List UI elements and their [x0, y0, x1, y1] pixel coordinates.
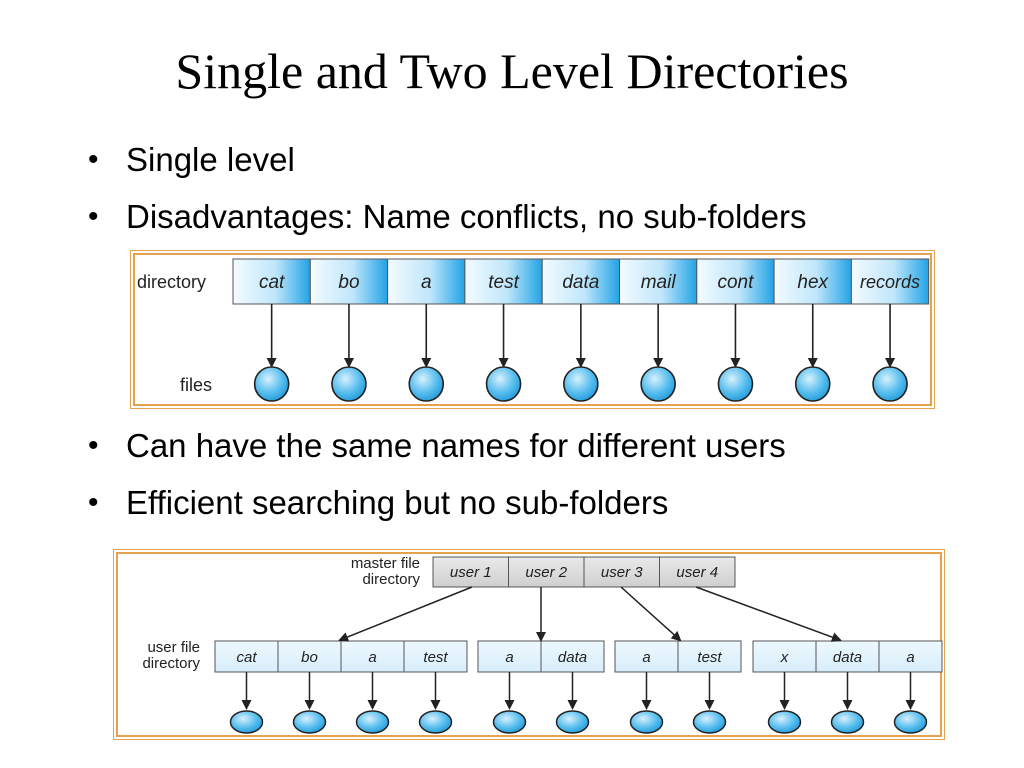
file-node — [492, 710, 527, 734]
bullet-list-bottom: • Can have the same names for different u… — [88, 425, 786, 539]
bullet-text: Disadvantages: Name conflicts, no sub-fo… — [126, 198, 807, 235]
file-node — [629, 710, 664, 734]
user-dir-entry-label: test — [697, 649, 722, 666]
file-node — [355, 710, 390, 734]
directory-entry-label: mail — [641, 272, 677, 293]
user-dir-entry-label: a — [505, 649, 513, 666]
master-entry-user-2 — [508, 556, 585, 588]
directory-entry-label: hex — [797, 272, 829, 293]
file-node — [555, 710, 590, 734]
file-node — [872, 366, 908, 402]
bullet-text: Efficient searching but no sub-folders — [126, 484, 669, 521]
file-node — [893, 710, 928, 734]
master-file-label-line2: directory — [362, 571, 420, 588]
file-node — [485, 366, 522, 402]
bullet-item: • Efficient searching but no sub-folders — [88, 482, 786, 539]
bullet-dot: • — [88, 486, 99, 519]
file-node — [640, 366, 676, 402]
master-file-label-line1: master file — [351, 555, 420, 572]
master-entry-label: user 2 — [525, 564, 567, 581]
user-dir-entry-label: data — [833, 649, 862, 666]
file-node — [830, 710, 865, 734]
slide-title: Single and Two Level Directories — [175, 43, 849, 99]
directory-entry-label: test — [488, 272, 519, 293]
user-dir-entry-label: a — [368, 649, 376, 666]
user-dir-entry-test — [677, 640, 742, 673]
bullet-item: • Can have the same names for different u… — [88, 425, 786, 482]
user-dir-entry-a — [878, 640, 943, 673]
user-dir-entry-label: test — [423, 649, 448, 666]
file-node — [767, 710, 802, 734]
file-node — [292, 710, 327, 734]
user-dir-entry-label: x — [780, 649, 789, 666]
directory-entry-bo — [309, 258, 389, 305]
bullet-text: Single level — [126, 141, 295, 178]
bullet-dot: • — [88, 143, 99, 176]
user-dir-entry-a — [614, 640, 679, 673]
directory-entry-label: cont — [717, 272, 754, 293]
master-entry-user-4 — [659, 556, 736, 588]
user-file-label-line2: directory — [142, 655, 200, 672]
bullet-item: • Disadvantages: Name conflicts, no sub-f… — [88, 196, 807, 253]
file-node — [794, 366, 831, 402]
file-node — [717, 366, 754, 402]
user-pointer-arrow — [338, 586, 473, 642]
files-label: files — [180, 375, 212, 395]
directory-entry-records — [850, 258, 930, 305]
file-node — [692, 710, 727, 734]
directory-entry-label: records — [860, 272, 920, 292]
directory-entry-label: bo — [338, 272, 359, 293]
user-dir-entry-label: a — [642, 649, 650, 666]
bullet-list-top: • Single level • Disadvantages: Name confl… — [88, 139, 807, 253]
user-dir-entry-label: data — [558, 649, 587, 666]
user-dir-entry-x — [752, 640, 817, 673]
user-dir-entry-label: a — [906, 649, 914, 666]
file-node — [418, 710, 453, 734]
file-node — [253, 366, 290, 402]
directory-entry-hex — [773, 258, 852, 305]
user-dir-entry-label: bo — [301, 649, 318, 666]
directory-entry-cont — [696, 258, 775, 305]
directory-entry-label: cat — [259, 272, 285, 293]
master-entry-user-1 — [432, 556, 509, 588]
master-entry-label: user 1 — [450, 564, 492, 581]
bullet-dot: • — [88, 429, 99, 462]
bullet-text: Can have the same names for different us… — [126, 427, 786, 464]
directory-entry-label: a — [421, 272, 432, 293]
file-node — [563, 366, 599, 402]
master-entry-label: user 3 — [601, 564, 643, 581]
user-pointer-arrow — [620, 586, 682, 642]
master-entry-label: user 4 — [676, 564, 718, 581]
user-pointer-arrow — [695, 586, 842, 642]
directory-entry-label: data — [562, 272, 599, 293]
directory-label: directory — [137, 272, 206, 292]
file-node — [408, 366, 445, 402]
user-dir-entry-bo — [277, 640, 342, 673]
user-dir-entry-label: cat — [236, 649, 257, 666]
file-node — [229, 710, 264, 734]
user-file-label-line1: user file — [147, 639, 200, 656]
bullet-item: • Single level — [88, 139, 807, 196]
bullet-dot: • — [88, 200, 99, 233]
file-node — [331, 366, 367, 402]
